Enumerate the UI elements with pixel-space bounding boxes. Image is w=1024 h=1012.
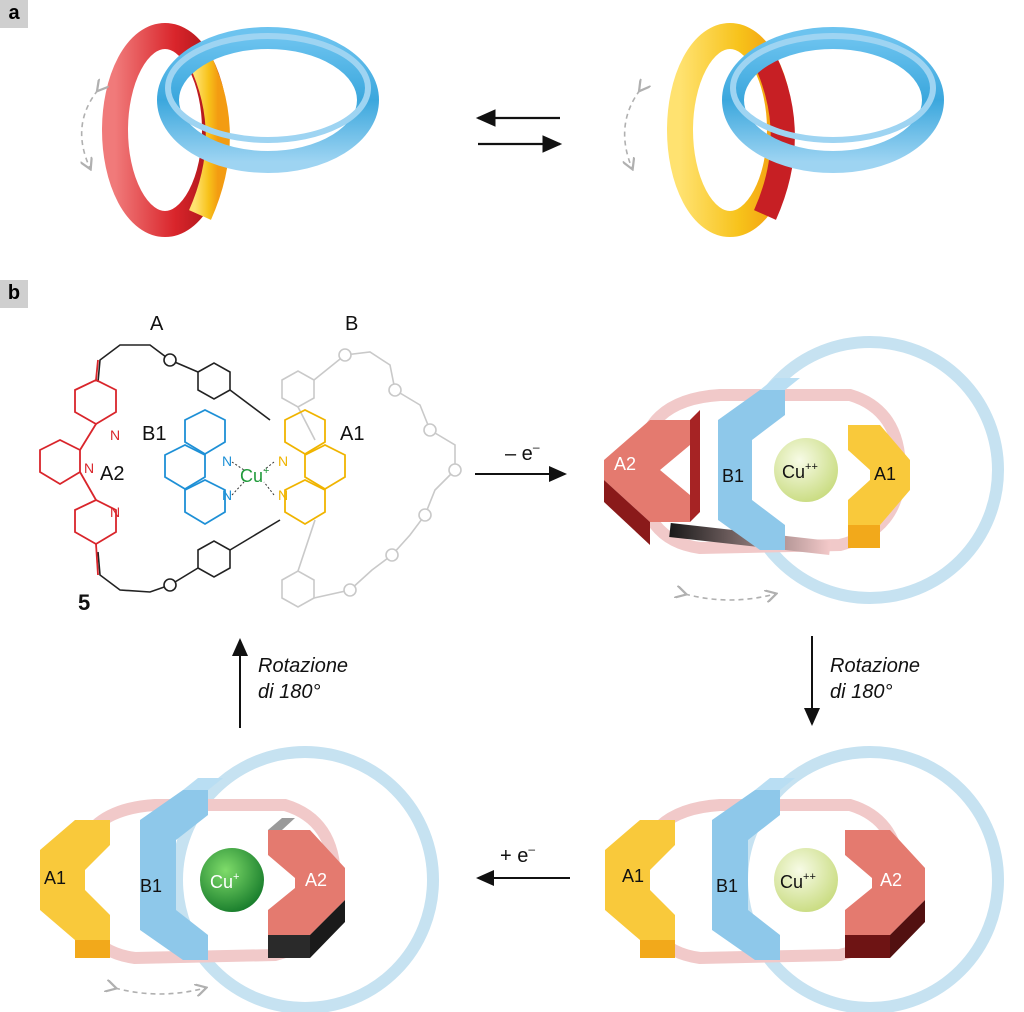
rotation-right-line2: di 180° bbox=[830, 681, 893, 703]
blue-ring-outer bbox=[171, 746, 439, 1012]
state-bottom-right: A1 B1 Cu++ A2 bbox=[605, 746, 1004, 1012]
nitrogen-a2-mid: N bbox=[84, 460, 94, 476]
block-b1 bbox=[712, 790, 780, 960]
copper-ion-pale bbox=[774, 438, 838, 502]
panel-a-right-rings bbox=[625, 23, 944, 237]
block-a2 bbox=[845, 830, 925, 935]
rotation-right-step: Rotazione di 180° bbox=[804, 636, 920, 726]
copper-center: Cu+ bbox=[240, 465, 269, 486]
rotation-hint-bottom-left bbox=[115, 988, 205, 994]
nitrogen-b1-bottom: N bbox=[222, 487, 232, 503]
phenanthroline-b1 bbox=[164, 408, 226, 526]
compound-number: 5 bbox=[78, 590, 90, 615]
coordination-bonds bbox=[231, 461, 275, 496]
ring-b-label: B bbox=[345, 313, 358, 335]
bottom-right-a2-label: A2 bbox=[880, 870, 902, 890]
bottom-left-a2-label: A2 bbox=[305, 870, 327, 890]
copper-ion-green bbox=[200, 848, 264, 912]
oxidation-step: – e– bbox=[475, 440, 567, 482]
panel-a-tag: a bbox=[0, 0, 28, 28]
nitrogen-b1-top: N bbox=[222, 453, 232, 469]
block-a1 bbox=[605, 820, 675, 940]
bottom-left-cu-label: Cu+ bbox=[210, 871, 239, 892]
ring-a-label: A bbox=[150, 313, 164, 335]
block-b1 bbox=[140, 790, 208, 960]
copper-ion-pale bbox=[774, 848, 838, 912]
top-right-cu-label: Cu++ bbox=[782, 461, 818, 482]
block-a1 bbox=[848, 425, 910, 525]
rotation-left-line2: di 180° bbox=[258, 681, 321, 703]
top-right-b1-label: B1 bbox=[722, 466, 744, 486]
rotation-left-line1: Rotazione bbox=[258, 655, 348, 677]
reduction-step: + e– bbox=[476, 842, 570, 886]
bottom-right-a1-label: A1 bbox=[622, 866, 644, 886]
reduction-label: + e– bbox=[500, 842, 535, 867]
panel-b-tag: b bbox=[0, 280, 28, 308]
top-right-a2-label: A2 bbox=[614, 454, 636, 474]
label-b1: B1 bbox=[142, 423, 166, 445]
bottom-right-cu-label: Cu++ bbox=[780, 871, 816, 892]
label-a2: A2 bbox=[100, 463, 124, 485]
phenanthroline-a1 bbox=[284, 408, 346, 526]
top-right-a1-label: A1 bbox=[874, 464, 896, 484]
bottom-left-a1-label: A1 bbox=[44, 868, 66, 888]
label-a1: A1 bbox=[340, 423, 364, 445]
block-b1 bbox=[718, 390, 785, 550]
terpyridine-a2 bbox=[39, 359, 117, 576]
ring-b-skeleton bbox=[281, 348, 462, 608]
block-a2 bbox=[604, 420, 690, 522]
bottom-right-b1-label: B1 bbox=[716, 876, 738, 896]
nitrogen-a1-bottom: N bbox=[278, 487, 288, 503]
ring-a-skeleton bbox=[97, 344, 281, 593]
nitrogen-a2-bottom: N bbox=[110, 504, 120, 520]
oxidation-label: – e– bbox=[505, 440, 540, 465]
panel-a-equilibrium-arrows bbox=[475, 109, 563, 153]
bottom-left-b1-label: B1 bbox=[140, 876, 162, 896]
rotation-hint-top-right bbox=[685, 594, 775, 600]
rotation-right-line1: Rotazione bbox=[830, 655, 920, 677]
block-a2 bbox=[268, 830, 345, 935]
state-top-right: A2 B1 Cu++ A1 bbox=[604, 336, 1004, 604]
state-bottom-left: A1 B1 Cu+ A2 bbox=[40, 746, 439, 1012]
chemical-structure-5: A B bbox=[39, 313, 462, 615]
nitrogen-a2-top: N bbox=[110, 427, 120, 443]
nitrogen-a1-top: N bbox=[278, 453, 288, 469]
panel-a-left-rings bbox=[82, 23, 379, 237]
block-a1 bbox=[40, 820, 110, 940]
rotation-left-step: Rotazione di 180° bbox=[232, 638, 348, 728]
